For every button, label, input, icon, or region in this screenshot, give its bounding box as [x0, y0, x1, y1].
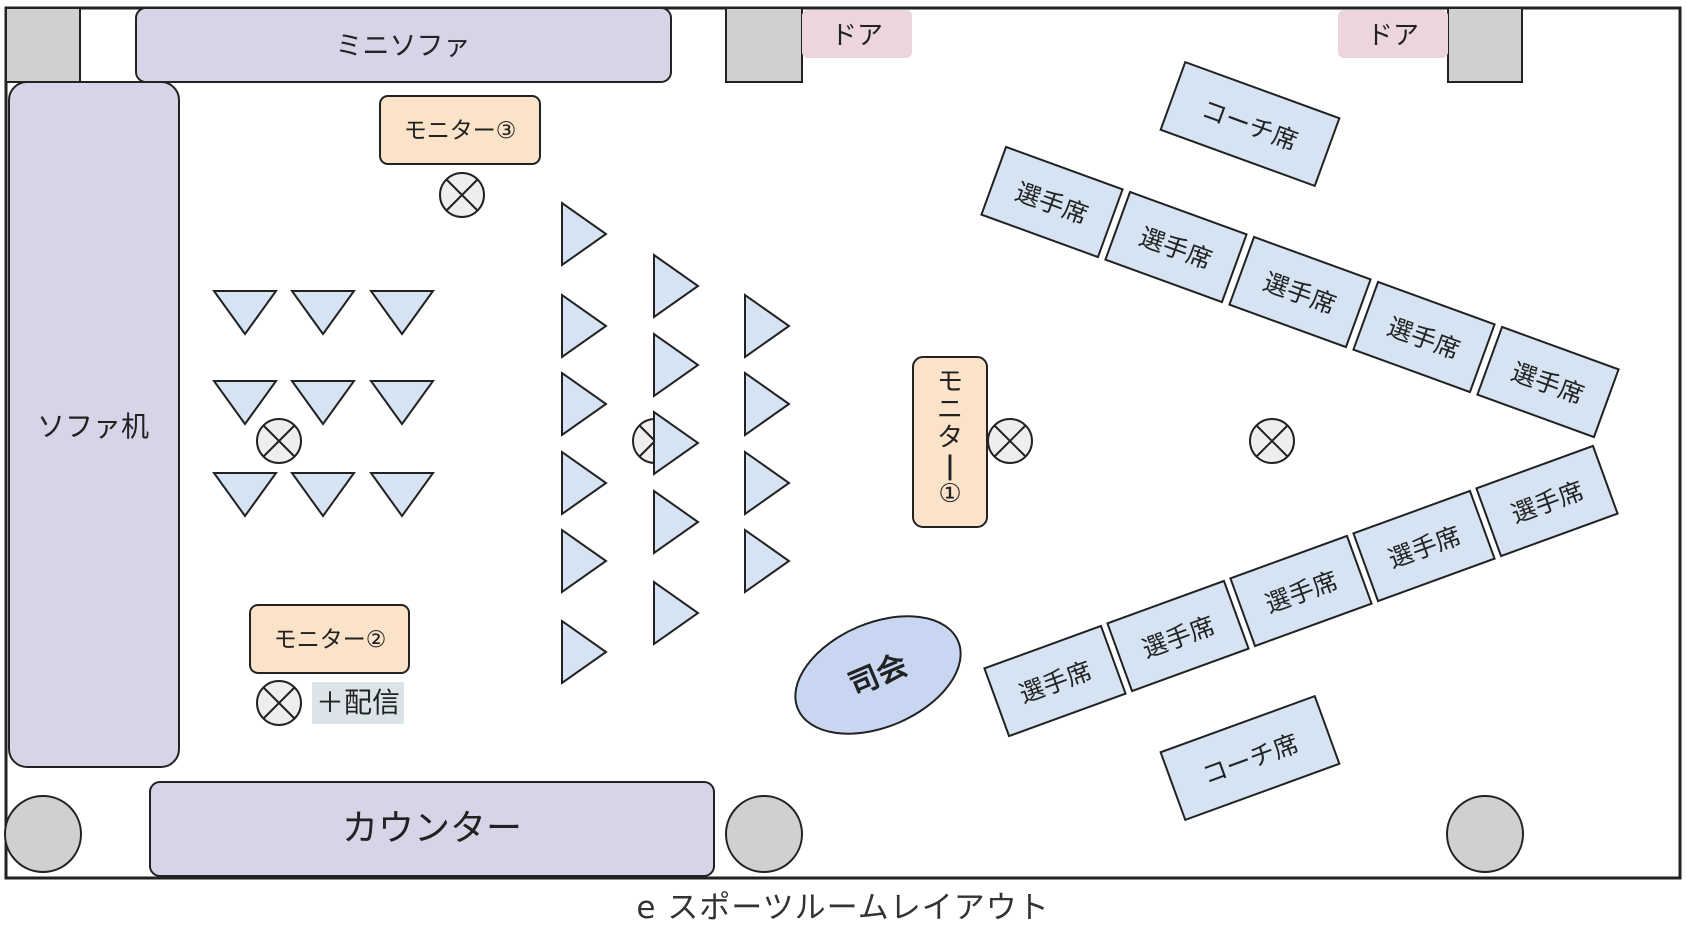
camera-marker [1249, 418, 1295, 464]
monitor-2-label: モニター② [274, 627, 387, 653]
monitor-2 [249, 604, 410, 674]
door-label: ドア [831, 21, 883, 51]
stream-label-bg [312, 682, 404, 724]
player-seat: 選手席 [1104, 190, 1248, 304]
pillar [725, 795, 803, 873]
player-seat: 選手席 [983, 624, 1127, 738]
door-label: ドア [1367, 21, 1419, 51]
pillar [4, 795, 82, 873]
diagram-caption: e スポーツルームレイアウト [636, 890, 1050, 926]
player-seat: 選手席 [980, 145, 1124, 259]
player-seat: 選手席 [1476, 325, 1620, 439]
monitor-3 [379, 95, 541, 165]
sofa-desk [8, 81, 180, 768]
pillar [725, 7, 803, 83]
mini-sofa-label: ミニソファ [336, 31, 471, 62]
counter [149, 781, 715, 877]
camera-marker [256, 418, 302, 464]
camera-marker [987, 418, 1033, 464]
player-seat: 選手席 [1352, 280, 1496, 394]
door [802, 10, 912, 58]
player-seat: 選手席 [1475, 444, 1619, 558]
monitor-3-label: モニター③ [404, 118, 517, 144]
player-seat: 選手席 [1229, 534, 1373, 648]
player-seat: 選手席 [1106, 579, 1250, 693]
monitor-1-label: モニタ|① [937, 367, 963, 509]
coach-seat-bottom: コーチ席 [1159, 694, 1341, 822]
coach-seat-top: コーチ席 [1159, 60, 1341, 188]
player-seat: 選手席 [1228, 235, 1372, 349]
pillar [5, 7, 81, 83]
pillar [1447, 7, 1523, 83]
camera-marker [439, 172, 485, 218]
audience-seat-group [213, 290, 434, 517]
mini-sofa [135, 7, 672, 83]
stream-label: ＋配信 [316, 686, 400, 719]
mc-table [794, 615, 962, 735]
room-layout-diagram: ミニソファ ドア ドア ソファ机 カウンター モニター③ モニター② ＋配信 モ… [4, 6, 1682, 880]
sofa-desk-label: ソファ机 [37, 410, 149, 443]
pillar [1446, 795, 1524, 873]
player-seat: 選手席 [1352, 489, 1496, 603]
camera-marker [256, 680, 302, 726]
door [1338, 10, 1448, 58]
counter-label: カウンター [342, 808, 522, 849]
monitor-1 [912, 356, 988, 528]
